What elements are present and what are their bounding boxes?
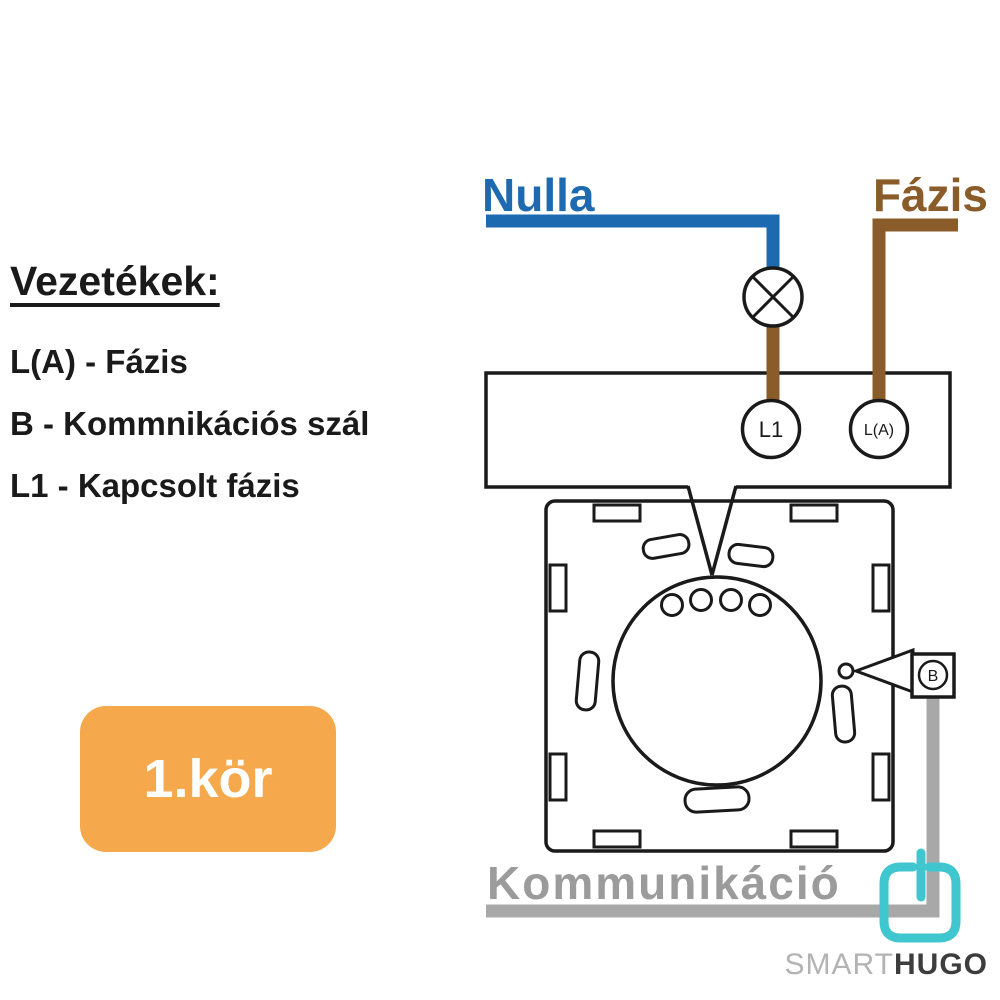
lamp-cross-line-2 (751, 275, 795, 319)
v-wire (686, 485, 738, 576)
power-icon-ring (879, 862, 961, 943)
neutral-wire (486, 214, 780, 270)
contact-dot-1 (660, 593, 684, 617)
terminal-l1-label: L1 (759, 417, 783, 442)
frame-notch-left-bottom (548, 752, 568, 802)
slot-top-left (641, 533, 691, 560)
communication-wire (486, 690, 940, 918)
legend-item-l1: L1 - Kapcsolt fázis (10, 466, 300, 504)
slot-top-right (727, 542, 775, 569)
slot-right (830, 684, 857, 744)
contact-dot-3 (719, 588, 743, 612)
circuit-badge: 1.kör (80, 706, 336, 852)
contact-dot-2 (689, 588, 713, 612)
terminal-b-circle (917, 659, 949, 691)
wire-legend: Vezetékek: L(A) - Fázis B - Kommnikációs… (10, 258, 395, 525)
frame-notch-right-bottom (871, 752, 891, 802)
frame-notch-bottom-right (789, 829, 839, 849)
slot-left (574, 650, 601, 712)
legend-item-b: B - Kommnikációs szál (10, 404, 370, 442)
lamp-icon (742, 266, 804, 328)
neutral-wire-label: Nulla (482, 169, 595, 221)
terminal-b-label: B (928, 668, 939, 685)
communication-wire-label: Kommunikáció (487, 857, 841, 909)
logo-smart-text: SMART (784, 948, 894, 981)
circuit-badge-label: 1.kör (143, 749, 273, 809)
frame-notch-top-right (789, 503, 839, 523)
legend-item-la: L(A) - Fázis (10, 343, 188, 380)
terminal-la-circle (848, 398, 910, 460)
switch-body-circle (611, 575, 823, 787)
power-button-icon (879, 848, 961, 943)
terminal-la-label: L(A) (864, 422, 894, 439)
phase-wire (872, 218, 958, 402)
smarthugo-logo: SMARTHUGO (785, 948, 988, 982)
legend-items: L(A) - Fázis B - Kommnikációs szál L1 - … (10, 339, 395, 510)
b-connection-dot (837, 662, 855, 680)
logo-hugo-text: HUGO (894, 948, 988, 981)
box-bottom-gap (688, 483, 736, 491)
frame-notch-bottom-left (592, 829, 642, 849)
terminal-b: B (910, 652, 956, 699)
terminal-l1-circle (740, 398, 802, 460)
terminal-l1: L1 (740, 398, 802, 460)
contact-dot-4 (748, 593, 772, 617)
frame-notch-right-top (871, 563, 891, 613)
switch-module (544, 499, 915, 853)
legend-title: Vezetékek: (10, 258, 220, 304)
frame-notch-left-top (548, 563, 568, 613)
frame-notch-top-left (592, 503, 642, 523)
slot-bottom (683, 785, 751, 814)
terminal-la: L(A) (848, 398, 910, 460)
phase-wire-label: Fázis (872, 169, 988, 221)
